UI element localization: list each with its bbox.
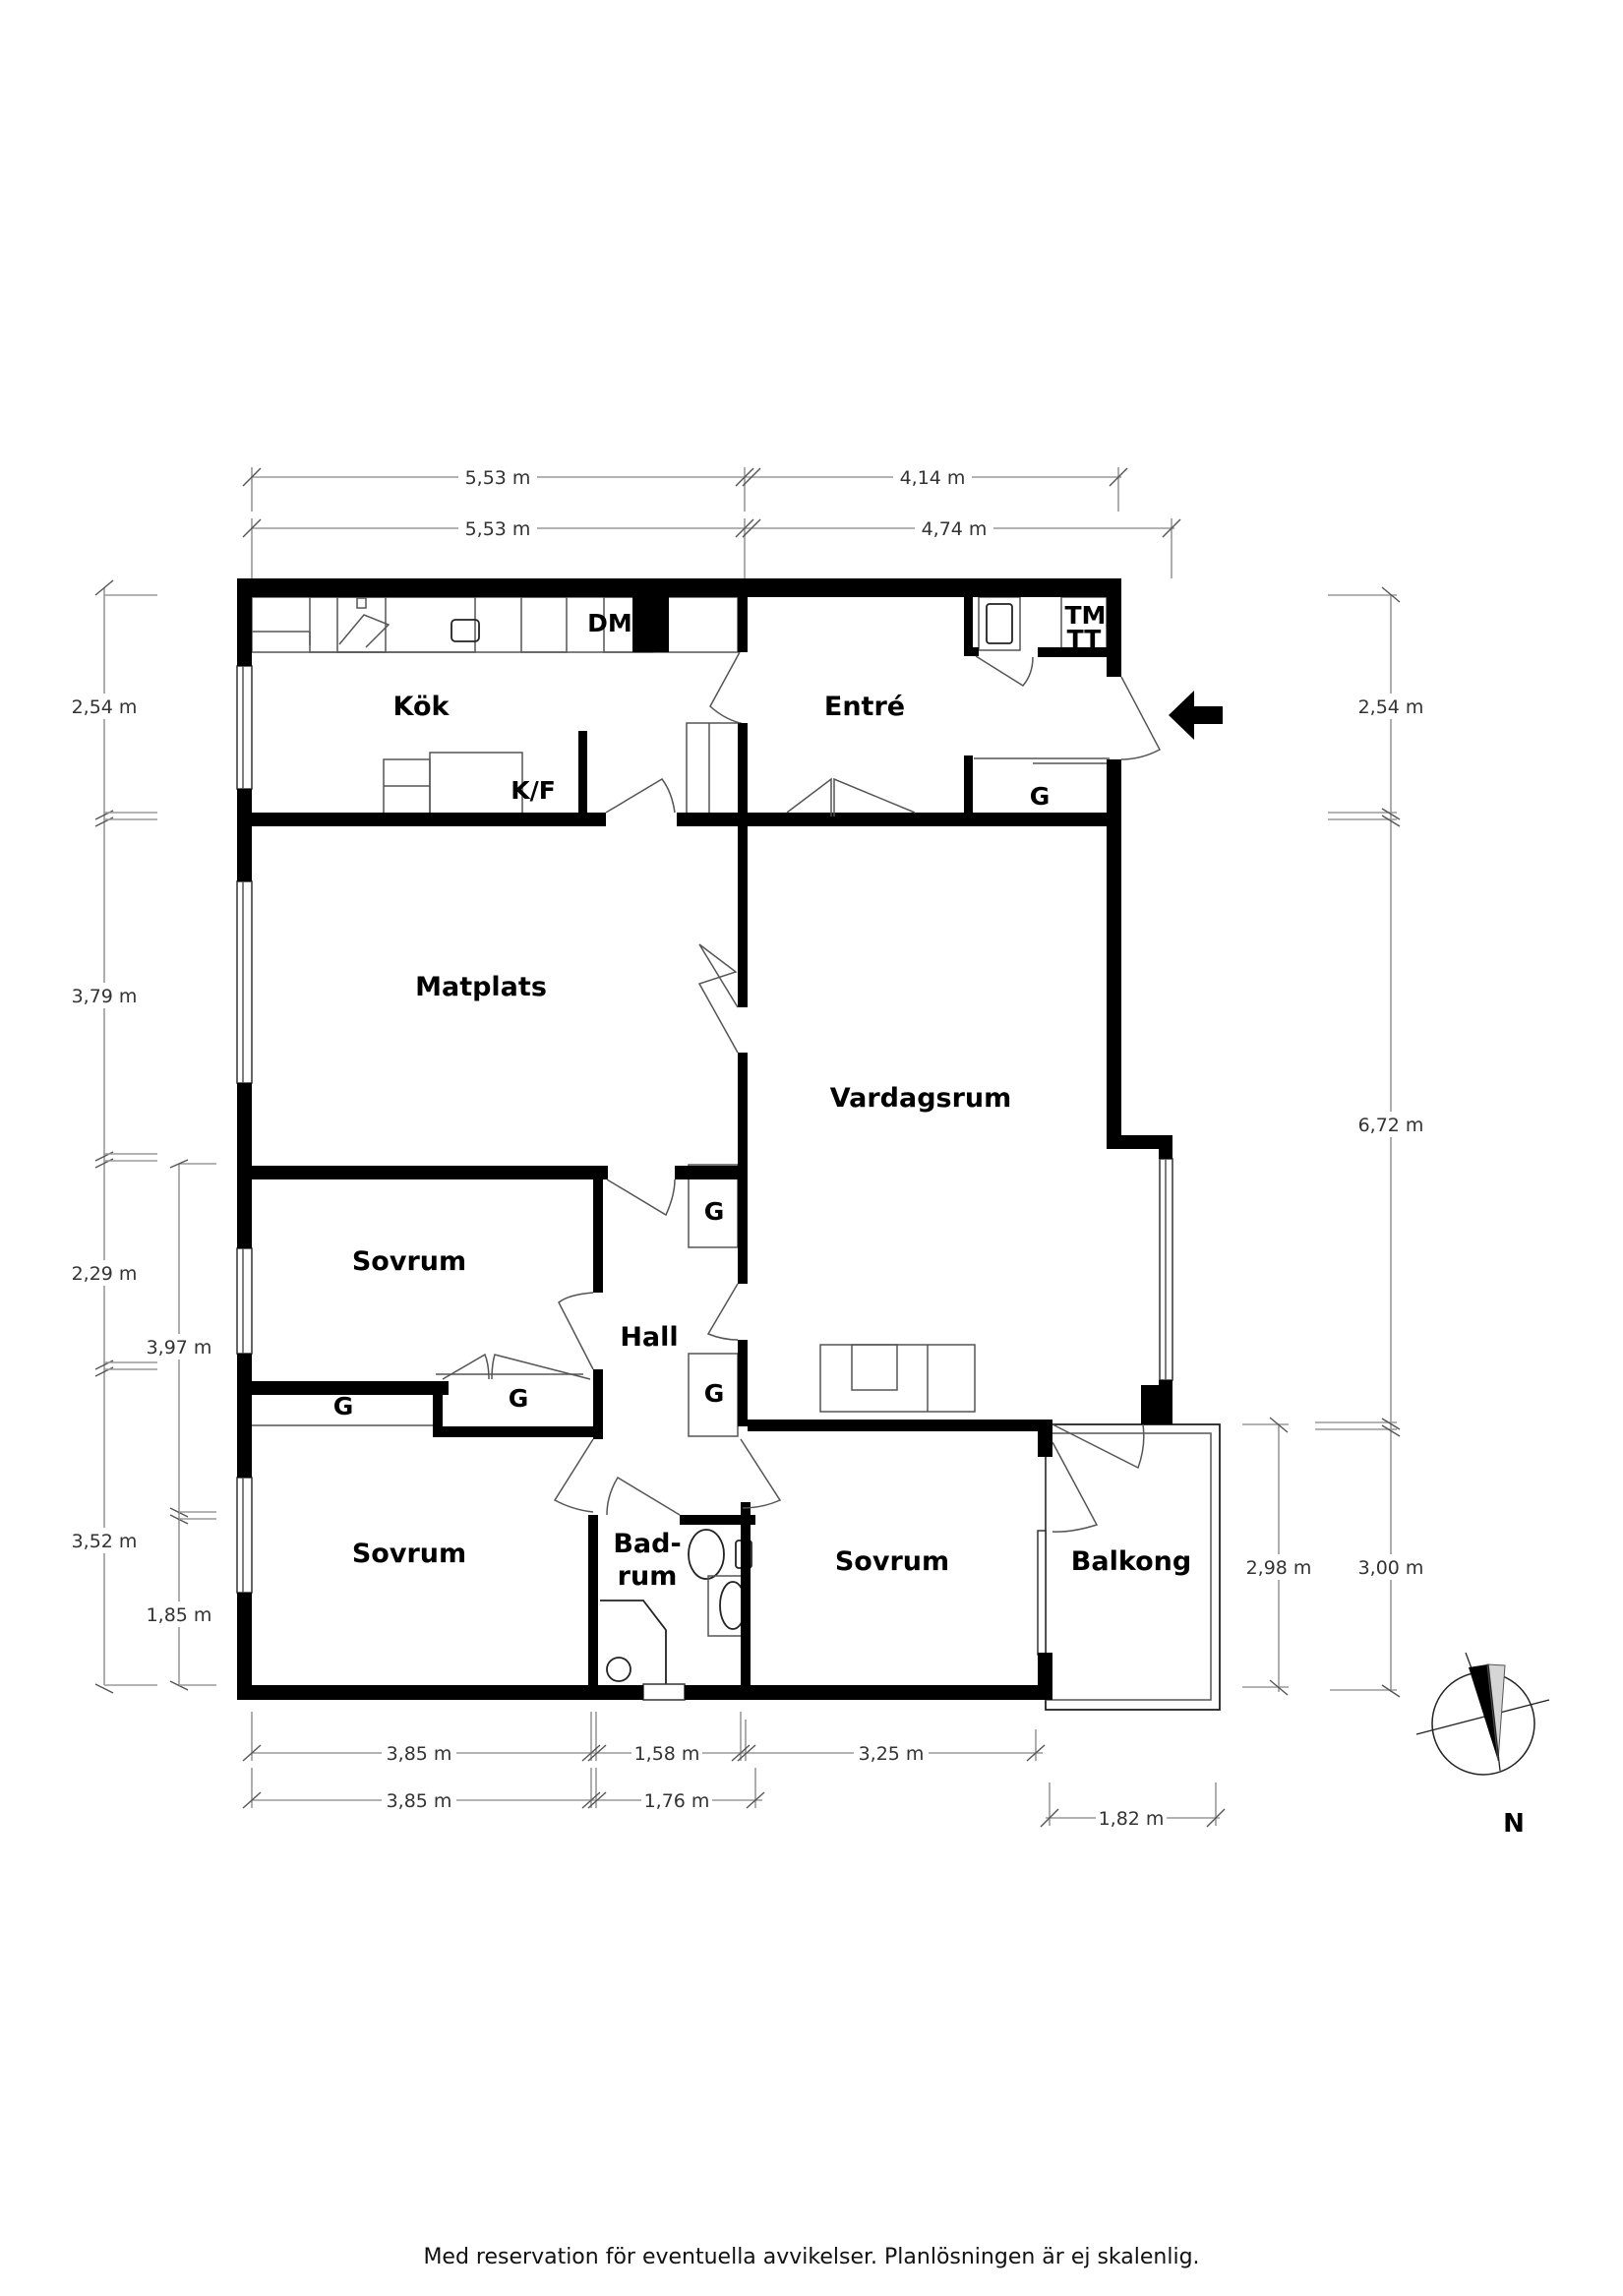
label-closet-entre: G <box>1030 782 1051 811</box>
dim-right-2: 6,72 m <box>1358 1115 1424 1136</box>
door-bedroom-2 <box>553 1438 594 1513</box>
dishwasher <box>520 596 568 653</box>
entrance-arrow-icon <box>1169 691 1223 740</box>
label-dishwasher: DM <box>587 609 632 637</box>
label-fridge-freezer: K/F <box>511 776 556 805</box>
dim-left-inner-2: 1,85 m <box>147 1604 212 1626</box>
room-label-sovrum-1: Sovrum <box>352 1246 466 1277</box>
label-washer: TM/ <box>1064 601 1115 630</box>
window-bedroom-1 <box>236 1247 253 1355</box>
dim-right-3: 3,00 m <box>1358 1557 1424 1579</box>
door-bedroom-3 <box>740 1438 782 1509</box>
door-living-balcony <box>1052 1423 1145 1470</box>
dim-top-outer-left: 5,53 m <box>465 518 531 540</box>
door-kitchen <box>605 778 676 814</box>
label-closet-bedroom-2: G <box>333 1392 354 1420</box>
dim-balcony-depth: 2,98 m <box>1246 1557 1312 1579</box>
dim-bottom-outer-2: 1,76 m <box>644 1790 710 1812</box>
door-hall-living <box>706 1283 739 1341</box>
toilet-icon <box>688 1529 725 1580</box>
door-dining-hall <box>606 1178 676 1217</box>
dim-left-3: 2,29 m <box>72 1263 138 1285</box>
dim-bottom-3: 3,25 m <box>859 1743 925 1765</box>
dim-top-kok: 5,53 m <box>465 467 531 489</box>
door-closet <box>442 1353 591 1380</box>
door-entre-kitchen <box>709 651 741 724</box>
door-entre-living <box>786 777 916 816</box>
label-closet-bedroom-1: G <box>509 1384 529 1413</box>
compass-needle-dark <box>1469 1664 1498 1761</box>
room-label-balkong: Balkong <box>1071 1546 1191 1577</box>
room-label-hall: Hall <box>620 1322 678 1353</box>
compass: N <box>1415 1652 1550 1839</box>
dim-top-entre: 4,14 m <box>900 467 966 489</box>
door-laundry <box>975 655 1034 687</box>
compass-north-label: N <box>1503 1809 1525 1839</box>
label-dryer: TT <box>1067 625 1102 653</box>
door-main-entrance <box>1120 676 1162 760</box>
sink-icon <box>451 619 480 642</box>
dim-bottom-2: 1,58 m <box>634 1743 700 1765</box>
room-labels: Kök Entré Matplats Vardagsrum Sovrum Hal… <box>333 601 1191 1592</box>
dim-bottom-1: 3,85 m <box>387 1743 452 1765</box>
dim-bottom-outer-1: 3,85 m <box>387 1790 452 1812</box>
fridge-freezer <box>429 752 523 815</box>
door-dining-living <box>697 943 739 1054</box>
dim-left-2: 3,79 m <box>72 986 138 1007</box>
room-label-sovrum-2: Sovrum <box>352 1539 466 1569</box>
room-label-kok: Kök <box>393 692 451 722</box>
doors <box>442 651 1162 1533</box>
label-closet-hall-2: G <box>704 1379 725 1408</box>
window-bedroom-3 <box>1037 1530 1047 1656</box>
window-kitchen <box>236 665 253 790</box>
shower-corner <box>600 1600 667 1690</box>
door-bedroom-1 <box>558 1292 594 1370</box>
window-bathroom <box>642 1683 686 1701</box>
washing-machine-icon <box>606 1657 631 1682</box>
compass-needle-light <box>1486 1663 1506 1762</box>
room-label-vardagsrum: Vardagsrum <box>830 1083 1012 1114</box>
walls <box>237 578 1172 1700</box>
washbasin-icon <box>978 596 1021 651</box>
dim-right-1: 2,54 m <box>1358 696 1424 718</box>
room-label-badrum-2: rum <box>618 1561 678 1592</box>
windows <box>236 665 1173 1701</box>
dim-top-outer-right: 4,74 m <box>922 518 988 540</box>
label-closet-hall-1: G <box>704 1197 725 1226</box>
dim-left-1: 2,54 m <box>72 696 138 718</box>
room-label-matplats: Matplats <box>415 972 547 1002</box>
dim-left-4: 3,52 m <box>72 1531 138 1552</box>
room-label-badrum-1: Bad- <box>613 1529 681 1559</box>
window-dining <box>236 880 253 1084</box>
dimension-labels: 5,53 m 4,14 m 5,53 m 4,74 m 2,54 m 3,79 … <box>67 464 1428 1831</box>
dim-left-inner-1: 3,97 m <box>147 1337 212 1359</box>
door-bedroom-balcony <box>1052 1441 1099 1533</box>
window-bedroom-2 <box>236 1477 253 1594</box>
room-label-entre: Entré <box>824 692 905 722</box>
disclaimer-footer: Med reservation för eventuella avvikelse… <box>423 2245 1200 2269</box>
door-bathroom <box>606 1476 681 1516</box>
dim-balcony-width: 1,82 m <box>1099 1808 1165 1830</box>
room-label-sovrum-3: Sovrum <box>835 1546 949 1577</box>
stove-icon <box>336 596 387 653</box>
